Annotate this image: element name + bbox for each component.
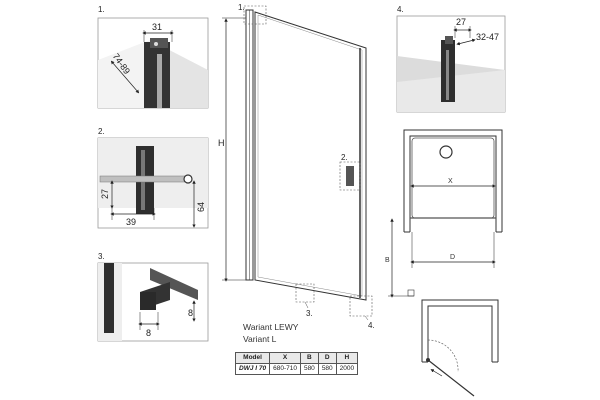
detail-3-width-label: 8 [146, 328, 151, 338]
spec-header-model: Model [234, 352, 271, 364]
detail-3-height-label: 8 [188, 308, 193, 318]
plan-view-swing [421, 299, 499, 397]
table-row: DWJ I 70 680-710 580 580 2000 [234, 363, 359, 375]
detail-1-number: 1. [98, 5, 105, 14]
spec-cell-b: 580 [299, 363, 319, 375]
plan-d-label: D [450, 254, 455, 261]
spec-cell-h: 2000 [335, 363, 359, 375]
door-callout-4: 4. [368, 321, 375, 330]
door-callout-1: 1. [238, 3, 245, 12]
detail-3-number: 3. [98, 252, 105, 261]
detail-4-number: 4. [397, 5, 404, 14]
detail-4-range-label: 32-47 [476, 32, 499, 42]
detail-3-panel [97, 262, 209, 342]
spec-table-header-row: Model X B D H [234, 352, 359, 364]
detail-2-depth-label: 64 [196, 202, 206, 212]
variant-label-en: Variant L [243, 334, 277, 344]
detail-1-panel [97, 17, 209, 109]
spec-header-h: H [335, 352, 359, 364]
variant-label-pl: Wariant LEWY [243, 322, 299, 332]
door-callout-2: 2. [341, 153, 348, 162]
door-height-label: H [218, 138, 225, 148]
plan-x-label: X [448, 178, 453, 185]
spec-header-x: X [269, 352, 301, 364]
spec-header-b: B [299, 352, 319, 364]
detail-2-panel [97, 137, 209, 229]
detail-2-number: 2. [98, 127, 105, 136]
plan-view-tray [388, 129, 503, 298]
spec-cell-x: 680-710 [269, 363, 301, 375]
detail-1-width-label: 31 [152, 22, 162, 32]
spec-cell-model: DWJ I 70 [234, 363, 271, 375]
plan-b-label: B [385, 257, 390, 264]
spec-cell-d: 580 [317, 363, 337, 375]
spec-table: Model X B D H DWJ I 70 680-710 580 580 2… [234, 352, 359, 375]
detail-4-panel [396, 15, 506, 113]
detail-2-width-label: 39 [126, 217, 136, 227]
door-callout-3: 3. [306, 309, 313, 318]
detail-2-height-label: 27 [100, 189, 110, 199]
door-elevation [222, 5, 373, 321]
spec-header-d: D [317, 352, 337, 364]
detail-4-width-label: 27 [456, 17, 466, 27]
